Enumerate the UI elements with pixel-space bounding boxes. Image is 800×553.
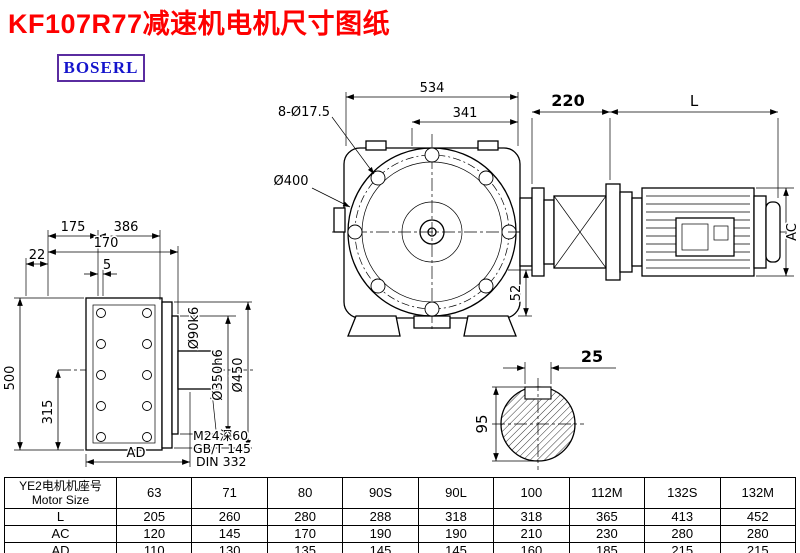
dim-341-label: 341 xyxy=(453,106,478,121)
output-shaft xyxy=(177,350,219,390)
value-cell: 190 xyxy=(417,525,495,543)
note-gb-label: GB/T 145 xyxy=(193,441,251,456)
dim-25-label: 25 xyxy=(581,347,603,366)
value-cell: 280 xyxy=(644,525,721,543)
table-row-AC: AC 120 145 170 190 190 210 230 280 280 xyxy=(4,525,796,543)
note-din-label: DIN 332 xyxy=(196,454,247,469)
dim-AD-label: AD xyxy=(127,446,146,461)
table-header-row: YE2电机机座号 Motor Size 63 71 80 90S 90L 100… xyxy=(4,477,796,509)
dim-spigot-dia-label: Ø350h6 xyxy=(211,349,226,401)
row-label-cell: L xyxy=(4,508,117,526)
dim-170-label: 170 xyxy=(94,236,119,251)
size-header-cell: 80 xyxy=(266,477,344,509)
table-row-L: L 205 260 280 288 318 318 365 413 452 xyxy=(4,508,796,526)
dim-22-label: 22 xyxy=(29,248,46,263)
value-cell: 318 xyxy=(493,508,570,526)
shaft-section-drawing: 25 95 xyxy=(472,346,616,470)
front-view-drawing: 534 341 8-Ø17.5 Ø400 52 xyxy=(272,80,532,337)
technical-drawing: 534 341 8-Ø17.5 Ø400 52 xyxy=(2,80,800,471)
value-cell: 210 xyxy=(493,525,570,543)
dim-386-label: 386 xyxy=(114,220,139,235)
value-cell: 185 xyxy=(568,542,646,553)
table-header-en: Motor Size xyxy=(31,493,90,507)
left-view-dimension-lines xyxy=(14,230,252,467)
front-view-dimension-lines xyxy=(311,92,532,317)
value-cell: 110 xyxy=(115,542,193,553)
dim-bolt-holes-label: 8-Ø17.5 xyxy=(278,105,330,120)
value-cell: 120 xyxy=(115,525,193,543)
dim-534-label: 534 xyxy=(420,81,445,96)
value-cell: 318 xyxy=(417,508,495,526)
value-cell: 205 xyxy=(115,508,193,526)
dim-L-label: L xyxy=(690,92,699,110)
value-cell: 365 xyxy=(568,508,646,526)
motor-side-view-drawing: 220 L AC xyxy=(508,90,800,281)
dim-52-label: 52 xyxy=(509,285,524,302)
page-title: KF107R77减速机电机尺寸图纸 xyxy=(8,9,391,39)
value-cell: 170 xyxy=(266,525,344,543)
flange-bolt-holes xyxy=(347,147,517,317)
value-cell: 230 xyxy=(568,525,646,543)
motor-fan-cover xyxy=(765,201,781,263)
dim-500-label: 500 xyxy=(3,366,18,391)
left-view-drawing: 175 386 170 22 5 500 315 Ø90k6 Ø350h6 Ø4… xyxy=(2,219,254,471)
note-tap-label: M24深60 xyxy=(193,428,248,443)
dim-175-label: 175 xyxy=(61,220,86,235)
value-cell: 135 xyxy=(266,542,344,553)
size-header-cell: 90L xyxy=(417,477,495,509)
value-cell: 130 xyxy=(191,542,268,553)
dim-flange-dia-450-label: Ø450 xyxy=(231,357,246,392)
value-cell: 280 xyxy=(266,508,344,526)
size-header-cell: 132M xyxy=(719,477,796,509)
value-cell: 280 xyxy=(719,525,796,543)
table-row-AD: AD 110 130 135 145 145 160 185 215 215 xyxy=(4,542,796,553)
value-cell: 145 xyxy=(191,525,268,543)
dim-315-label: 315 xyxy=(41,400,56,425)
dim-220-label: 220 xyxy=(551,91,584,110)
table-header-cell: YE2电机机座号 Motor Size xyxy=(4,477,117,509)
size-header-cell: 132S xyxy=(644,477,721,509)
mounting-bolt-holes xyxy=(96,308,152,442)
value-cell: 215 xyxy=(719,542,796,553)
size-header-cell: 100 xyxy=(493,477,570,509)
size-header-cell: 112M xyxy=(568,477,646,509)
dim-shaft-dia-label: Ø90k6 xyxy=(187,307,202,350)
brand-logo: BOSERL xyxy=(57,54,145,82)
value-cell: 160 xyxy=(493,542,570,553)
value-cell: 190 xyxy=(342,525,419,543)
value-cell: 145 xyxy=(417,542,495,553)
value-cell: 452 xyxy=(719,508,796,526)
value-cell: 215 xyxy=(644,542,721,553)
size-header-cell: 71 xyxy=(191,477,268,509)
table-header-cn: YE2电机机座号 xyxy=(19,479,102,493)
motor-dimension-lines xyxy=(531,109,794,277)
dim-flange-dia-label: Ø400 xyxy=(273,174,308,189)
value-cell: 260 xyxy=(191,508,268,526)
row-label-cell: AC xyxy=(4,525,117,543)
row-label-cell: AD xyxy=(4,542,117,553)
dim-AC-label: AC xyxy=(785,223,800,241)
size-header-cell: 90S xyxy=(342,477,419,509)
value-cell: 288 xyxy=(342,508,419,526)
dim-5-label: 5 xyxy=(103,258,111,273)
value-cell: 413 xyxy=(644,508,721,526)
dim-95-label: 95 xyxy=(473,414,491,433)
value-cell: 145 xyxy=(342,542,419,553)
size-header-cell: 63 xyxy=(115,477,193,509)
motor-size-table: YE2电机机座号 Motor Size 63 71 80 90S 90L 100… xyxy=(4,477,796,553)
section-dimension-lines xyxy=(492,362,616,462)
